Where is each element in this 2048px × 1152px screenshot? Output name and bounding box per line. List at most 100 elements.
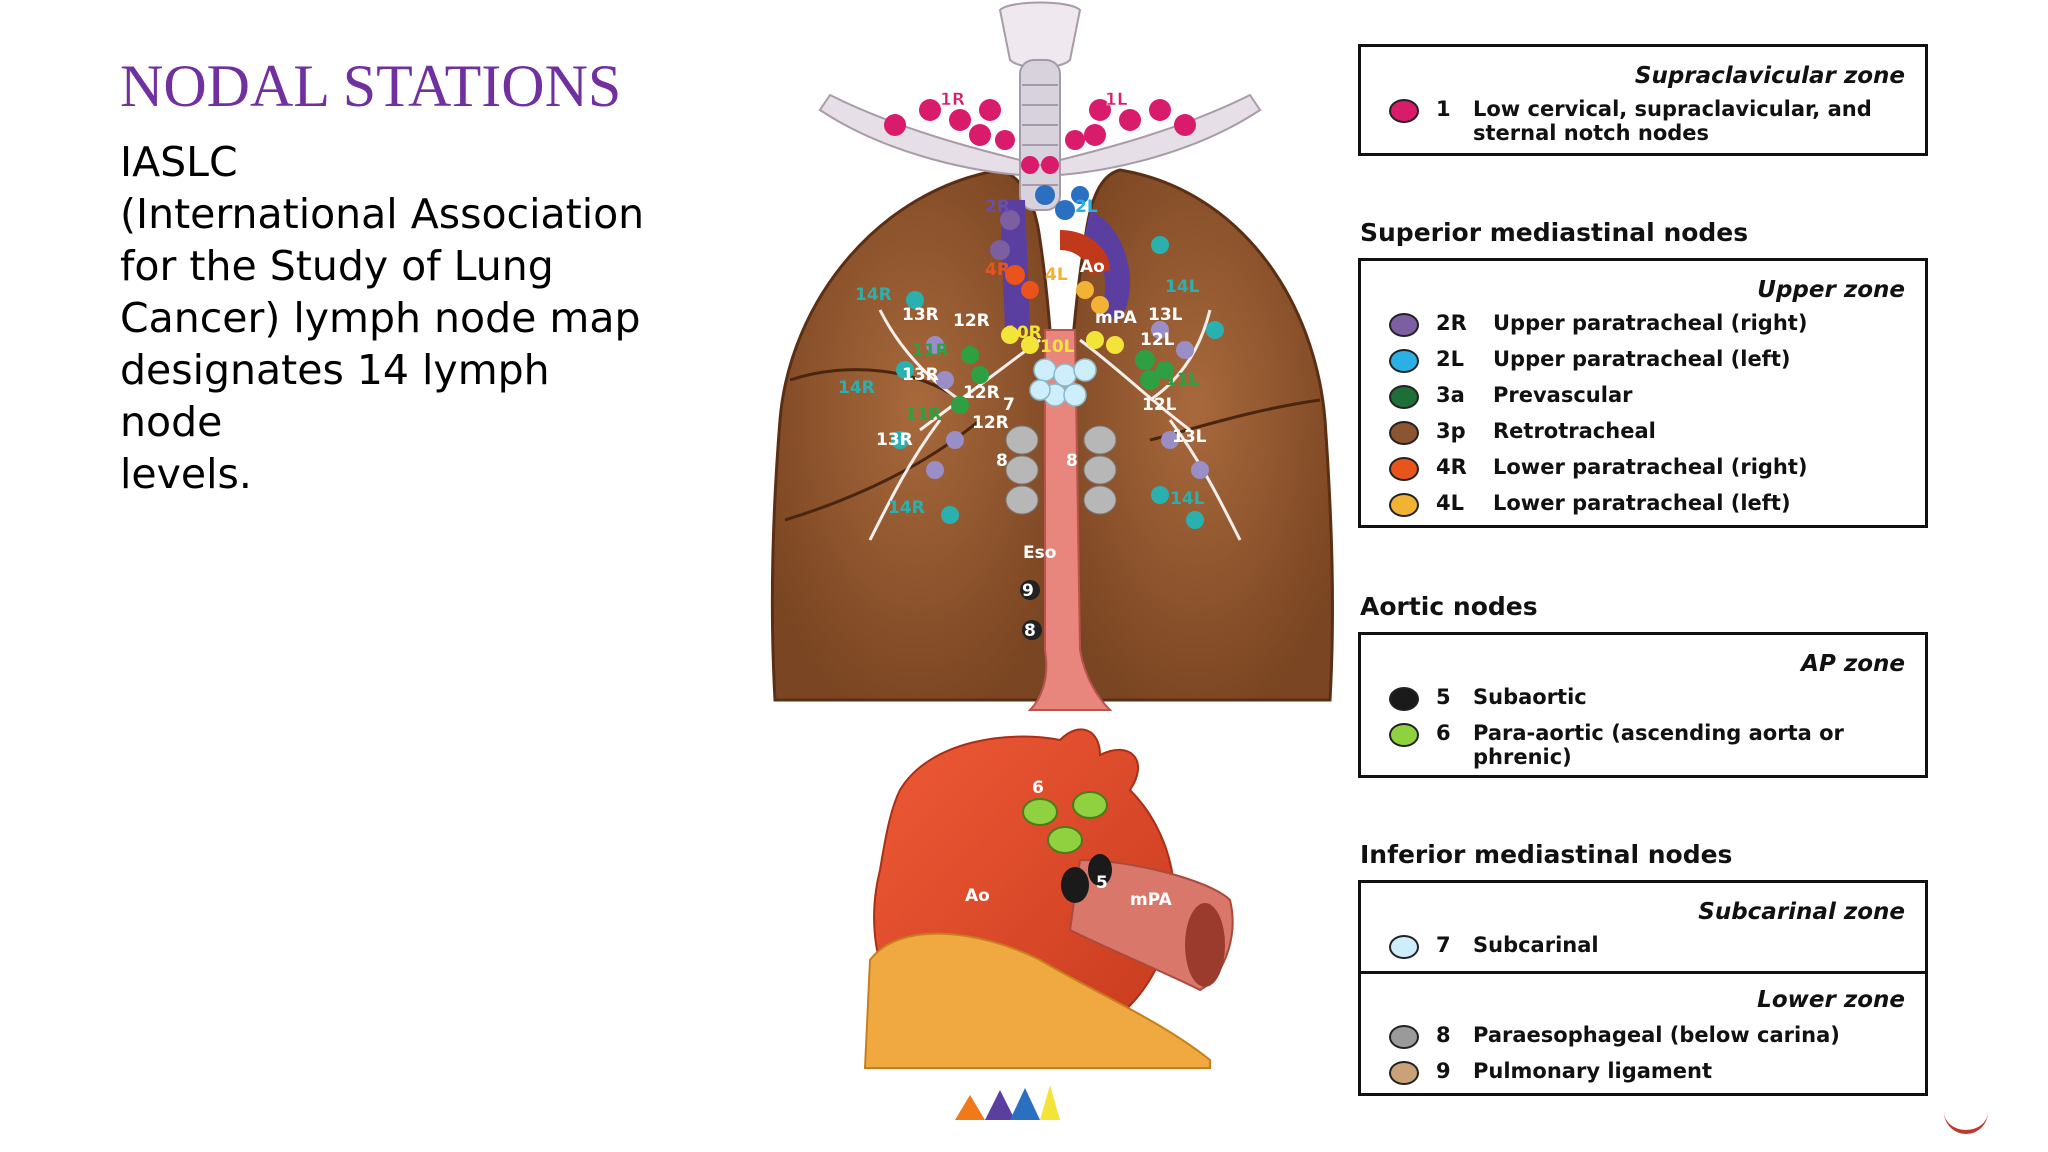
node-code: 2L <box>1436 347 1464 371</box>
lungs <box>770 168 1334 702</box>
label-1R: 1R <box>940 90 965 110</box>
node-color-swatch <box>1389 385 1419 409</box>
node-description: Lower paratracheal (right) <box>1493 455 1808 479</box>
node-description: Prevascular <box>1493 383 1633 407</box>
legend-row: 3a Prevascular <box>1389 383 1909 413</box>
zone-divider <box>1361 971 1925 974</box>
node-color-swatch <box>1389 1061 1419 1085</box>
node-color-swatch <box>1389 99 1419 123</box>
node-color-swatch <box>1389 313 1419 337</box>
node-color-swatch <box>1389 1025 1419 1049</box>
section-heading: Aortic nodes <box>1360 592 1538 621</box>
heart-label-ao: Ao <box>965 886 990 906</box>
label-11R-upper: 11R <box>912 341 949 361</box>
zone-title: Lower zone <box>1757 987 1905 1013</box>
lymph-nodes <box>884 99 1224 640</box>
node-code: 5 <box>1436 685 1451 709</box>
node-code: 2R <box>1436 311 1467 335</box>
legend-row: 9 Pulmonary ligament <box>1389 1059 1909 1089</box>
label-13L-upper: 13L <box>1148 305 1183 325</box>
body-line: levels. <box>120 450 252 498</box>
body-line: Cancer) lymph node map <box>120 294 641 342</box>
label-2L: 2L <box>1075 197 1098 217</box>
label-13R-low: 13R <box>876 430 913 450</box>
legend-row: 3p Retrotracheal <box>1389 419 1909 449</box>
node-description: Upper paratracheal (right) <box>1493 311 1808 335</box>
legend-row: 6 Para-aortic (ascending aorta or phreni… <box>1389 721 1909 769</box>
label-mpa-top: mPA <box>1095 308 1138 328</box>
label-14L-low: 14L <box>1170 489 1205 509</box>
label-10L: 10L <box>1040 337 1075 357</box>
node-code: 4L <box>1436 491 1464 515</box>
label-14R-low: 14R <box>888 498 925 518</box>
label-11R-mid: 11R <box>905 405 942 425</box>
label-12R-low: 12R <box>972 413 1009 433</box>
node-description: Retrotracheal <box>1493 419 1656 443</box>
label-13R-upper: 13R <box>902 305 939 325</box>
label-4R: 4R <box>985 260 1010 280</box>
lung-node-labels: 1R 1L 2R 2L 4R 4L Ao 14R 14L 13R 12R mPA… <box>838 90 1207 641</box>
node-color-swatch <box>1389 457 1419 481</box>
legend-row: 8 Paraesophageal (below carina) <box>1389 1023 1909 1053</box>
node-code: 7 <box>1436 933 1451 957</box>
label-14R-mid: 14R <box>838 378 875 398</box>
node-description: Lower paratracheal (left) <box>1493 491 1791 515</box>
paraesophageal-nodes <box>1005 425 1117 515</box>
cropped-vessels <box>955 1085 1060 1120</box>
legend-supraclavicular-box: Supraclavicular zone 1 Low cervical, sup… <box>1358 44 1928 156</box>
node-description: Subcarinal <box>1473 933 1599 957</box>
node-code: 6 <box>1436 721 1451 745</box>
label-ao-top: Ao <box>1080 257 1105 277</box>
label-12L-mid: 12L <box>1142 395 1177 415</box>
slide-title: NODAL STATIONS <box>120 53 622 119</box>
right-lung <box>770 168 1062 702</box>
body-line: IASLC <box>120 138 238 186</box>
node-description: Low cervical, supraclavicular, and stern… <box>1473 97 1872 145</box>
legend-row: 5 Subaortic <box>1389 685 1909 715</box>
node-code: 3a <box>1436 383 1465 407</box>
legend-row: 4R Lower paratracheal (right) <box>1389 455 1909 485</box>
section-heading: Inferior mediastinal nodes <box>1360 840 1733 869</box>
label-13R-mid: 13R <box>902 365 939 385</box>
node-description: Subaortic <box>1473 685 1587 709</box>
label-9: 9 <box>1022 581 1034 601</box>
slide-body-text: IASLC (International Association for the… <box>120 136 660 500</box>
label-1L: 1L <box>1105 90 1128 110</box>
node-color-swatch <box>1389 935 1419 959</box>
larynx <box>998 1 1082 69</box>
legend-inferior-box: Subcarinal zone 7 Subcarinal Lower zone … <box>1358 880 1928 1096</box>
label-8-lower: 8 <box>1024 621 1036 641</box>
label-7: 7 <box>1003 395 1015 415</box>
body-line: for the Study of Lung <box>120 242 554 290</box>
heart-label-6: 6 <box>1032 778 1044 798</box>
label-10R: 10R <box>1005 323 1042 343</box>
zone-title: Supraclavicular zone <box>1634 63 1905 89</box>
zone-title: AP zone <box>1801 651 1905 677</box>
label-12R-mid: 12R <box>963 383 1000 403</box>
decorative-corner-arc <box>1944 1108 1988 1134</box>
label-2R: 2R <box>985 197 1010 217</box>
legend-aortic-box: AP zone 5 Subaortic 6 Para-aortic (ascen… <box>1358 632 1928 778</box>
node-color-swatch <box>1389 421 1419 445</box>
heart-label-5: 5 <box>1096 873 1108 893</box>
node-color-swatch <box>1389 723 1419 747</box>
node-code: 8 <box>1436 1023 1451 1047</box>
label-14L-upper: 14L <box>1165 277 1200 297</box>
node-color-swatch <box>1389 349 1419 373</box>
node-code: 1 <box>1436 97 1451 121</box>
node-description: Upper paratracheal (left) <box>1493 347 1791 371</box>
node-description: Pulmonary ligament <box>1473 1059 1713 1083</box>
node-code: 4R <box>1436 455 1467 479</box>
legend-row: 7 Subcarinal <box>1389 933 1909 963</box>
zone-title: Subcarinal zone <box>1698 899 1905 925</box>
esophagus <box>1027 329 1113 711</box>
node-color-swatch <box>1389 687 1419 711</box>
legend-superior-box: Upper zone 2R Upper paratracheal (right)… <box>1358 258 1928 528</box>
zone-title: Upper zone <box>1757 277 1905 303</box>
legend-row: 2L Upper paratracheal (left) <box>1389 347 1909 377</box>
legend-row: 2R Upper paratracheal (right) <box>1389 311 1909 341</box>
legend-row: 4L Lower paratracheal (left) <box>1389 491 1909 521</box>
label-4L: 4L <box>1045 265 1068 285</box>
label-14R-upper: 14R <box>855 285 892 305</box>
body-line: designates 14 lymph node <box>120 346 550 446</box>
